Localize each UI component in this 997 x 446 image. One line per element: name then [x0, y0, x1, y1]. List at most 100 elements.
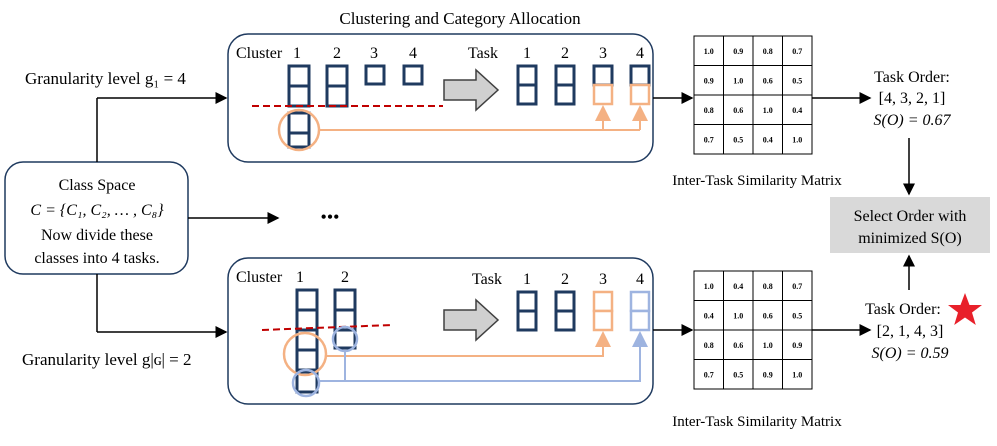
bottom-matrix-value: 0.9 [763, 370, 773, 379]
bottom-matrix-value: 0.5 [733, 370, 743, 379]
top-matrix-cell [752, 65, 783, 96]
top-cluster-label-2: 2 [333, 45, 341, 62]
top-cluster-4-box [402, 64, 424, 86]
bottom-similarity-matrix: 1.0 0.4 0.8 0.7 0.4 1.0 0.6 0.5 0.8 0.6 1.0 0.9 0.7 0… [693, 270, 813, 390]
bottom-matrix-caption: Inter-Task Similarity Matrix [672, 414, 842, 430]
select-line1: Select Order with [854, 208, 967, 225]
top-matrix-value: 0.7 [792, 47, 802, 56]
top-matrix-value: 0.6 [733, 106, 743, 115]
top-matrix-value: 1.0 [792, 135, 802, 144]
top-task-label-1: 1 [523, 45, 531, 62]
diagram-title: Clustering and Category Allocation [339, 9, 581, 28]
bottom-matrix-value: 1.0 [792, 370, 802, 379]
top-matrix-value: 0.5 [733, 135, 743, 144]
top-matrix-value: 0.5 [792, 76, 802, 85]
bottom-cluster-1-boxes [295, 288, 319, 394]
bottom-orange-link [326, 331, 611, 357]
bottom-matrix-value: 1.0 [733, 311, 743, 320]
bottom-cluster-label-2: 2 [341, 269, 349, 286]
bottom-granularity-label: Granularity level g|ɢ| = 2 [22, 350, 192, 369]
bottom-task-boxes-navy [516, 290, 576, 332]
top-cluster-1-boxes [287, 64, 311, 135]
bottom-matrix-value: 0.5 [792, 311, 802, 320]
bottom-panel [227, 257, 654, 405]
top-order-value: [4, 3, 2, 1] [879, 90, 946, 107]
bottom-matrix-value: 0.6 [733, 341, 743, 350]
top-matrix-cell [782, 124, 813, 155]
top-matrix-value: 0.8 [763, 47, 773, 56]
bottom-task-boxes-blue [629, 290, 651, 332]
top-matrix-cell [752, 94, 783, 125]
select-line2: minimized S(O) [858, 230, 962, 247]
bottom-matrix-cell [782, 329, 813, 360]
bottom-matrix-value: 0.9 [792, 341, 802, 350]
bottom-cluster-prefix: Cluster [236, 269, 283, 286]
bottom-task-label-4: 4 [636, 271, 644, 288]
bottom-overflow-circle-blue-1 [291, 368, 321, 398]
top-matrix-cell [782, 35, 813, 66]
top-task-label-4: 4 [636, 45, 644, 62]
class-space-line4: classes into 4 tasks. [34, 250, 159, 267]
bottom-matrix-value: 0.6 [763, 311, 773, 320]
top-matrix-value: 0.9 [704, 76, 714, 85]
bottom-matrix-value: 0.7 [792, 282, 802, 291]
class-space-line3: Now divide these [41, 227, 153, 244]
top-cluster-3-box [364, 64, 386, 86]
bottom-matrix-value: 0.7 [704, 370, 714, 379]
top-matrix-value: 0.4 [792, 106, 802, 115]
bottom-cluster-2-boxes [333, 288, 357, 350]
bottom-task-label-3: 3 [599, 271, 607, 288]
bottom-overflow-circle-orange [282, 331, 328, 377]
bottom-transform-arrow [443, 298, 500, 342]
bottom-matrix-value: 0.4 [704, 311, 714, 320]
bottom-matrix-value: 0.4 [733, 282, 743, 291]
top-task-prefix: Task [468, 45, 498, 62]
bottom-matrix-cell [752, 270, 783, 301]
top-task-label-3: 3 [599, 45, 607, 62]
bottom-order-title: Task Order: [865, 301, 941, 318]
top-matrix-value: 0.6 [763, 76, 773, 85]
bottom-matrix-value: 1.0 [704, 282, 714, 291]
bottom-matrix-cell [782, 270, 813, 301]
top-order-title: Task Order: [874, 69, 950, 86]
top-cluster-label-1: 1 [293, 45, 301, 62]
top-cluster-1-lower-box [287, 131, 311, 149]
top-matrix-value: 1.0 [763, 106, 773, 115]
top-matrix-cell [782, 65, 813, 96]
top-task-boxes-navy [516, 64, 651, 106]
bottom-matrix-value: 0.8 [763, 282, 773, 291]
select-order-box [830, 197, 990, 253]
bottom-matrix-cell [782, 359, 813, 390]
top-task-label-2: 2 [561, 45, 569, 62]
top-granularity-label: Granularity level g₁ = 4 [25, 69, 186, 88]
top-matrix-value: 1.0 [733, 76, 743, 85]
class-space-title: Class Space [59, 177, 136, 194]
bottom-matrix-cell [693, 270, 724, 301]
top-cluster-prefix: Cluster [236, 45, 283, 62]
bottom-order-value: [2, 1, 4, 3] [877, 323, 944, 340]
top-matrix-value: 0.8 [704, 106, 714, 115]
bottom-blue-link-2 [344, 331, 648, 382]
top-matrix-cell [752, 35, 783, 66]
top-matrix-value: 1.0 [704, 47, 714, 56]
top-cluster-label-3: 3 [370, 45, 378, 62]
bottom-matrix-value: 0.8 [704, 341, 714, 350]
bottom-task-label-1: 1 [523, 271, 531, 288]
top-transform-arrow [443, 68, 500, 112]
bottom-matrix-cell [782, 300, 813, 331]
bottom-cluster-label-1: 1 [296, 269, 304, 286]
top-matrix-cell [723, 65, 754, 96]
best-order-star-icon [948, 293, 982, 325]
top-matrix-cell [693, 124, 724, 155]
bottom-matrix-value: 1.0 [763, 341, 773, 350]
top-cluster-2-boxes [325, 64, 349, 108]
bottom-order-score: S(O) = 0.59 [871, 345, 948, 362]
top-similarity-matrix: 1.0 0.9 0.8 0.7 0.9 1.0 0.6 0.5 0.8 0.6 1.0 0.4 0.7 0… [693, 35, 813, 155]
bottom-task-prefix: Task [472, 271, 502, 288]
top-matrix-cell [693, 35, 724, 66]
ellipsis-dots: ••• [321, 207, 340, 227]
top-matrix-value: 0.7 [704, 135, 714, 144]
top-matrix-caption: Inter-Task Similarity Matrix [672, 173, 842, 189]
top-matrix-value: 0.9 [733, 47, 743, 56]
